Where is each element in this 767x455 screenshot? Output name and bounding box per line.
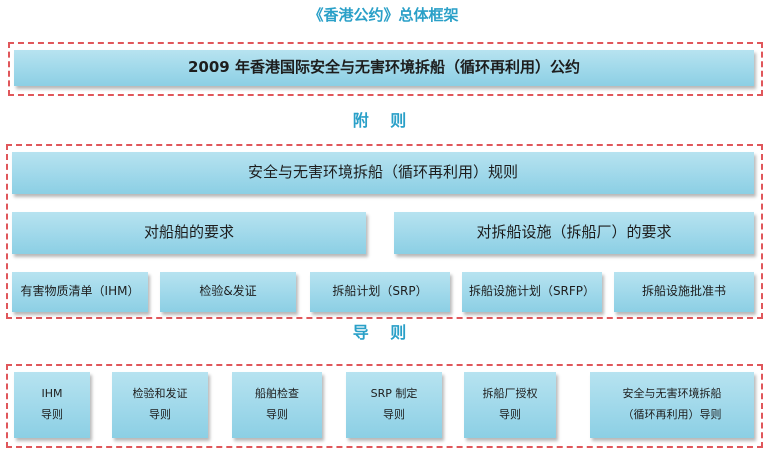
guideline-authorization-line1: 拆船厂授权 xyxy=(482,387,538,401)
annex-label: 附 则 xyxy=(352,111,415,130)
guideline-ihm: IHM 导则 xyxy=(14,372,90,438)
guideline-survey-line2: 导则 xyxy=(149,408,171,421)
guideline-recycling-line1: 安全与无害环境拆船 xyxy=(622,387,722,401)
guideline-survey-line1: 检验和发证 xyxy=(132,387,188,401)
guideline-srp-line2: 导则 xyxy=(383,408,405,421)
ship-requirements-box: 对船舶的要求 xyxy=(12,212,366,254)
guideline-recycling-line2: （循环再利用）导则 xyxy=(622,408,722,421)
guideline-safe-recycling: 安全与无害环境拆船 （循环再利用）导则 xyxy=(590,372,754,438)
annex-item-ihm: 有害物质清单（IHM） xyxy=(12,272,148,312)
convention-box: 2009 年香港国际安全与无害环境拆船（循环再利用）公约 xyxy=(14,50,754,86)
guideline-inspection-line2: 导则 xyxy=(266,408,288,421)
annex-item-srfp: 拆船设施计划（SRFP） xyxy=(462,272,602,312)
guideline-ship-inspection: 船舶检查 导则 xyxy=(232,372,322,438)
guideline-srp-development: SRP 制定 导则 xyxy=(346,372,442,438)
annex-item-survey-certification: 检验&发证 xyxy=(160,272,296,312)
guideline-inspection-line1: 船舶检查 xyxy=(255,387,299,401)
guidelines-label: 导 则 xyxy=(352,323,415,342)
annex-item-facility-authorization: 拆船设施批准书 xyxy=(614,272,754,312)
regulations-box: 安全与无害环境拆船（循环再利用）规则 xyxy=(12,152,754,194)
guideline-ihm-line1: IHM xyxy=(41,387,63,401)
guideline-srp-line1: SRP 制定 xyxy=(370,387,418,401)
page-title: 《香港公约》总体框架 xyxy=(308,6,459,24)
facility-requirements-box: 对拆船设施（拆船厂）的要求 xyxy=(394,212,754,254)
guideline-ihm-line2: 导则 xyxy=(41,408,63,421)
guideline-facility-authorization: 拆船厂授权 导则 xyxy=(464,372,556,438)
guideline-survey-certification: 检验和发证 导则 xyxy=(112,372,208,438)
guideline-authorization-line2: 导则 xyxy=(499,408,521,421)
annex-item-srp: 拆船计划（SRP） xyxy=(310,272,450,312)
